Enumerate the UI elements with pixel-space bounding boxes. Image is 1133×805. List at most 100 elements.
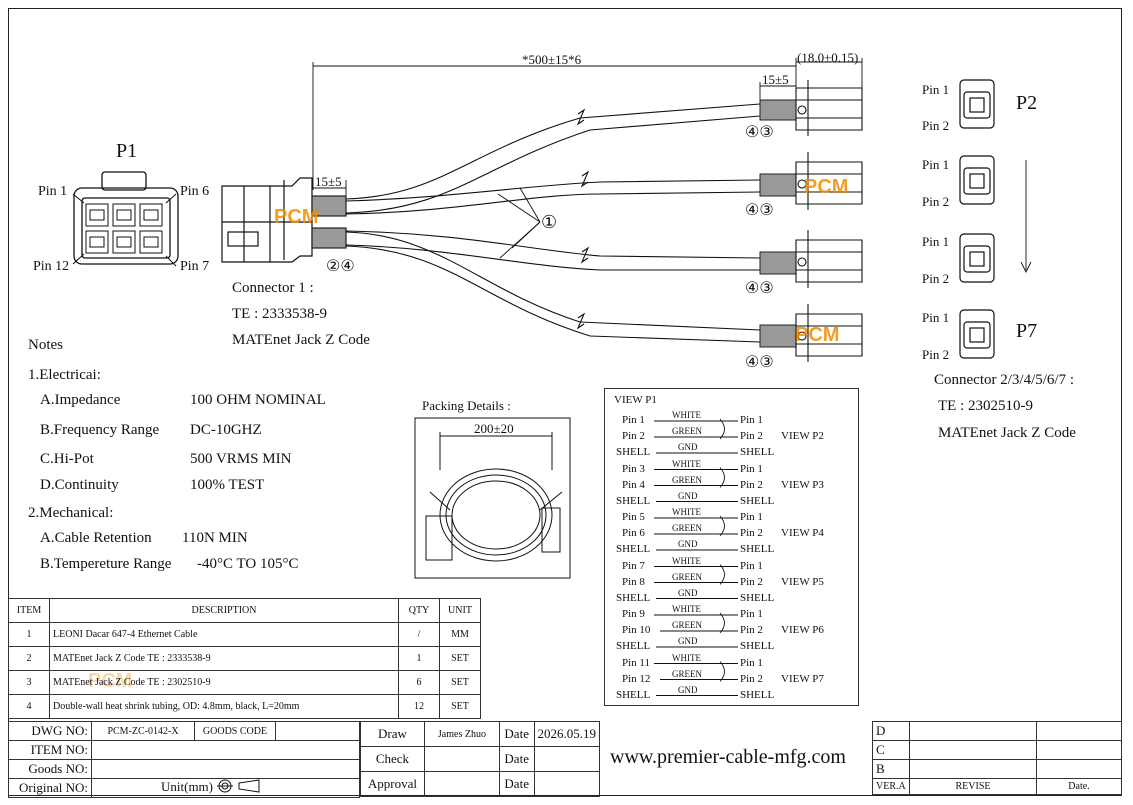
date-label: Date [498, 721, 535, 747]
rev-d: D [872, 721, 910, 741]
p2-title: P2 [1016, 92, 1038, 114]
temperature-label: B.Tempereture Range [40, 556, 172, 572]
dim-overall: *500±15*6 [522, 52, 582, 67]
table-row: 4 Double-wall heat shrink tubing, OD: 4.… [8, 694, 481, 719]
view-target-label: VIEW P3 [781, 478, 824, 491]
date-header: Date. [1036, 778, 1122, 795]
view-wire-green: GREEN [672, 426, 702, 436]
hipot-value: 500 VRMS MIN [190, 451, 292, 467]
callout-4-3: ④③ [745, 202, 774, 219]
view-left-pin-a: Pin 3 [622, 462, 645, 475]
view-right-pin2: Pin 2 [740, 478, 763, 491]
view-wire-gnd: GND [678, 539, 698, 549]
view-left-pin-a: Pin 1 [622, 414, 645, 426]
view-left-pin-a: Pin 11 [622, 656, 651, 669]
bom-cell: LEONI Dacar 647-4 Ethernet Cable [49, 622, 399, 647]
view-target-label: VIEW P2 [781, 430, 824, 442]
view-twist-mark [719, 612, 725, 634]
view-wire-green: GREEN [672, 523, 702, 533]
rev-b-desc [909, 759, 1037, 779]
bom-header-row: ITEM DESCRIPTION QTY UNIT [8, 598, 481, 623]
continuity-value: 100% TEST [190, 477, 265, 493]
ver-label: VER.A [872, 778, 910, 795]
rev-d-desc [909, 721, 1037, 741]
rev-b-date [1036, 759, 1122, 779]
dwg-no-label: DWG NO: [8, 721, 92, 741]
dwg-no-value: PCM-ZC-0142-X [91, 721, 195, 741]
bom-cell: / [398, 622, 440, 647]
draw-label: Draw [360, 721, 425, 747]
bom-cell: 2 [8, 646, 50, 671]
rev-d-date [1036, 721, 1122, 741]
packing-title: Packing Details : [422, 398, 511, 413]
p1-pin1-label: Pin 1 [38, 184, 68, 199]
view-wire-white: WHITE [672, 604, 701, 614]
check-label: Check [360, 746, 425, 772]
pin2-label: Pin 2 [922, 347, 950, 362]
view-wire-white: WHITE [672, 652, 701, 663]
callout-2-4: ②④ [326, 258, 355, 275]
view-right-shell: SHELL [740, 494, 775, 507]
title-block-left: DWG NO: PCM-ZC-0142-X GOODS CODE ITEM NO… [8, 721, 360, 799]
view-right-pin2: Pin 2 [740, 575, 763, 588]
view-twist-mark [719, 467, 725, 488]
check-value [423, 746, 500, 772]
view-right-pin1: Pin 1 [740, 462, 763, 475]
view-left-pin-b: Pin 2 [622, 430, 645, 442]
impedance-value: 100 OHM NOMINAL [190, 392, 326, 408]
view-wire-gnd: GND [678, 442, 698, 452]
view-left-pin-b: Pin 4 [622, 478, 645, 491]
view-right-pin1: Pin 1 [740, 414, 763, 426]
connector1-type: MATEnet Jack Z Code [232, 332, 370, 348]
watermark: PCM [804, 176, 849, 198]
view-left-pin-b: Pin 8 [622, 575, 645, 588]
view-target-label: VIEW P4 [781, 527, 824, 539]
view-wire-green: GREEN [672, 620, 702, 630]
retention-value: 110N MIN [182, 530, 248, 546]
view-left-pin-b: Pin 6 [622, 527, 645, 539]
table-row: 3 MATEnet Jack Z Code TE : 2302510-9 6 S… [8, 670, 481, 695]
view-wire-green: GREEN [672, 668, 702, 679]
right-end-views [959, 79, 995, 359]
view-right-pin2: Pin 2 [740, 430, 763, 442]
right-connectors-side [795, 80, 863, 362]
pin1-label: Pin 1 [922, 310, 950, 325]
view-wire-gnd: GND [678, 490, 698, 501]
freq-label: B.Frequency Range [40, 422, 160, 438]
table-row: 1 LEONI Dacar 647-4 Ethernet Cable / MM [8, 622, 481, 647]
retention-label: A.Cable Retention [40, 530, 152, 546]
view-left-shell: SHELL [616, 543, 651, 555]
temperature-value: -40°C TO 105°C [197, 556, 299, 572]
bom-cell: SET [439, 670, 481, 695]
view-right-shell: SHELL [740, 446, 775, 458]
view-wire-white: WHITE [672, 555, 701, 566]
freq-value: DC-10GHZ [190, 422, 262, 438]
view-right-shell: SHELL [740, 543, 775, 555]
rev-c: C [872, 740, 910, 760]
view-wire-gnd: GND [678, 587, 698, 598]
projection-icon [217, 779, 263, 797]
cables [345, 103, 761, 343]
callout-4-3: ④③ [745, 354, 774, 371]
pin2-label: Pin 2 [922, 118, 950, 133]
view-right-shell: SHELL [740, 688, 775, 701]
drawer-name: James Zhuo [423, 721, 500, 747]
view-right-pin2: Pin 2 [740, 527, 763, 539]
view-twist-mark [719, 515, 725, 537]
connector2-part: TE : 2302510-9 [938, 398, 1033, 414]
view-wire-green: GREEN [672, 571, 702, 582]
view-right-pin1: Pin 1 [740, 656, 763, 669]
view-right-shell: SHELL [740, 640, 775, 652]
pin1-label: Pin 1 [922, 82, 950, 97]
p1-front-view [72, 171, 179, 267]
goods-code-value [275, 721, 360, 741]
connector1-part: TE : 2333538-9 [232, 306, 327, 322]
impedance-label: A.Impedance [40, 392, 121, 408]
view-left-pin-a: Pin 5 [622, 511, 645, 523]
hipot-label: C.Hi-Pot [40, 451, 94, 467]
connector2-type: MATEnet Jack Z Code [938, 425, 1076, 441]
revision-block: D C B VER.A REVISE Date. [872, 721, 1122, 795]
wiring-lines [654, 418, 738, 696]
view-right-pin2: Pin 2 [740, 624, 763, 636]
pin2-label: Pin 2 [922, 194, 950, 209]
